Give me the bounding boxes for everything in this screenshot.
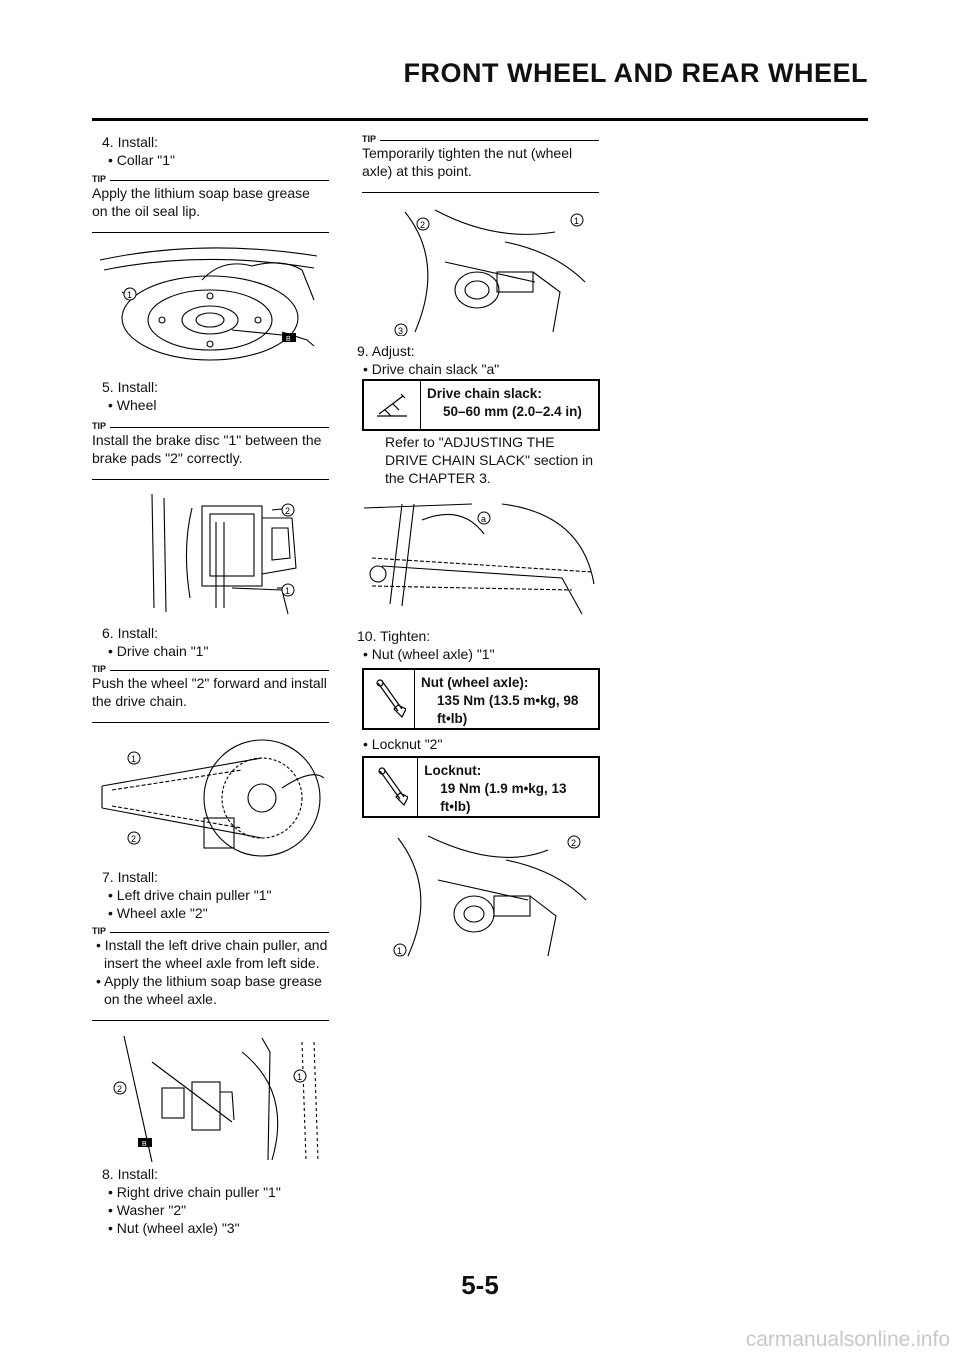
step-6: 6. Install: • Drive chain "1" bbox=[102, 624, 330, 660]
spec-nut-wheel-axle: Nut (wheel axle): 135 Nm (13.5 m•kg, 98 … bbox=[362, 668, 600, 730]
grease-icon bbox=[138, 1138, 152, 1147]
spec-label: Locknut: bbox=[424, 763, 482, 778]
step-6-item: • Drive chain "1" bbox=[108, 643, 209, 659]
step-5-title: 5. Install: bbox=[102, 379, 159, 395]
step-8-item-1: • Right drive chain puller "1" bbox=[108, 1184, 281, 1200]
callout-1: 1 bbox=[127, 290, 132, 300]
callout-1: 1 bbox=[574, 216, 579, 226]
spec-locknut: Locknut: 19 Nm (1.9 m•kg, 13 ft•lb) bbox=[362, 756, 600, 818]
step-7: 7. Install: • Left drive chain puller "1… bbox=[102, 868, 330, 922]
grease-letter: B bbox=[142, 1141, 147, 1148]
step-9-title: 9. Adjust: bbox=[357, 343, 415, 359]
tip-step-4: TIP Apply the lithium soap base grease o… bbox=[92, 174, 329, 233]
spec-drive-chain-slack: Drive chain slack: 50–60 mm (2.0–2.4 in) bbox=[362, 379, 600, 431]
torque-wrench-icon bbox=[364, 670, 416, 728]
step-9-item: • Drive chain slack "a" bbox=[363, 361, 500, 377]
tip-text: Apply the lithium soap base grease on th… bbox=[92, 185, 310, 219]
drive-chain-illustration: 1 2 bbox=[101, 739, 325, 857]
callout-2: 2 bbox=[285, 506, 290, 516]
wheel-axle-illustration: 2 1 B bbox=[113, 1035, 319, 1162]
tip-step-5: TIP Install the brake disc "1" between t… bbox=[92, 421, 329, 480]
step-8-item-3: • Nut (wheel axle) "3" bbox=[108, 1220, 240, 1236]
tip-step-7: TIP • Install the left drive chain pulle… bbox=[92, 926, 329, 1021]
step-7-title: 7. Install: bbox=[102, 869, 159, 885]
step-5: 5. Install: • Wheel bbox=[102, 378, 330, 414]
tip-step-6: TIP Push the wheel "2" forward and insta… bbox=[92, 664, 329, 723]
callout-2: 2 bbox=[117, 1084, 122, 1094]
step-10-item-2: • Locknut "2" bbox=[363, 736, 443, 752]
callout-3: 3 bbox=[398, 326, 403, 336]
step-5-item: • Wheel bbox=[108, 397, 157, 413]
header-rule bbox=[92, 118, 868, 121]
collar-install-illustration: 1 B bbox=[99, 247, 318, 361]
step-7-item-1: • Left drive chain puller "1" bbox=[108, 887, 272, 903]
step-10: 10. Tighten: • Nut (wheel axle) "1" bbox=[357, 627, 597, 663]
grease-icon bbox=[282, 333, 296, 342]
spec-label: Nut (wheel axle): bbox=[421, 675, 529, 690]
step-9: 9. Adjust: • Drive chain slack "a" bbox=[357, 342, 597, 378]
locknut-illustration: 2 1 bbox=[393, 835, 587, 957]
step-8: 8. Install: • Right drive chain puller "… bbox=[102, 1165, 330, 1237]
spec-value: 135 Nm (13.5 m•kg, 98 ft•lb) bbox=[437, 693, 579, 726]
tip-label: TIP bbox=[92, 664, 107, 674]
tip-text: Install the brake disc "1" between the b… bbox=[92, 432, 322, 466]
step-7-item-2: • Wheel axle "2" bbox=[108, 905, 208, 921]
tip-text: Temporarily tighten the nut (wheel axle)… bbox=[362, 145, 573, 179]
page-title: FRONT WHEEL AND REAR WHEEL bbox=[403, 58, 868, 88]
spec-value: 50–60 mm (2.0–2.4 in) bbox=[443, 404, 582, 419]
callout-2: 2 bbox=[420, 220, 425, 230]
callout-2: 2 bbox=[131, 834, 136, 844]
step-4: 4. Install: • Collar "1" bbox=[102, 133, 330, 169]
watermark: carmanualsonline.info bbox=[745, 1328, 950, 1351]
callout-a: a bbox=[481, 514, 486, 524]
callout-1: 1 bbox=[285, 586, 290, 596]
callout-2: 2 bbox=[571, 838, 576, 848]
measure-icon bbox=[364, 381, 421, 429]
step-10-title: 10. Tighten: bbox=[357, 628, 431, 644]
step-4-title: 4. Install: bbox=[102, 134, 159, 150]
torque-wrench-icon bbox=[364, 758, 419, 816]
callout-1: 1 bbox=[397, 946, 402, 956]
tip-item-2: • Apply the lithium soap base grease on … bbox=[96, 973, 322, 1007]
tip-label: TIP bbox=[92, 421, 107, 431]
tip-item-1: • Install the left drive chain puller, a… bbox=[96, 937, 328, 971]
refer-text: Refer to "ADJUSTING THE DRIVE CHAIN SLAC… bbox=[385, 434, 594, 486]
tip-text: Push the wheel "2" forward and install t… bbox=[92, 675, 327, 709]
spec-label: Drive chain slack: bbox=[427, 386, 542, 401]
step-8-title: 8. Install: bbox=[102, 1166, 159, 1182]
axle-nut-illustration: 2 1 3 bbox=[394, 209, 586, 336]
tip-temporary-tighten: TIP Temporarily tighten the nut (wheel a… bbox=[362, 134, 599, 193]
callout-1: 1 bbox=[131, 754, 136, 764]
step-6-title: 6. Install: bbox=[102, 625, 159, 641]
tip-label: TIP bbox=[92, 174, 107, 184]
grease-letter: B bbox=[286, 336, 291, 343]
tip-label: TIP bbox=[92, 926, 107, 936]
page-number: 5-5 bbox=[461, 1270, 499, 1300]
callout-1: 1 bbox=[297, 1072, 302, 1082]
step-4-item: • Collar "1" bbox=[108, 152, 175, 168]
step-8-item-2: • Washer "2" bbox=[108, 1202, 187, 1218]
chain-slack-illustration: a bbox=[363, 503, 595, 615]
spec-value: 19 Nm (1.9 m•kg, 13 ft•lb) bbox=[440, 781, 567, 814]
tip-label: TIP bbox=[362, 134, 377, 144]
step-10-item: • Nut (wheel axle) "1" bbox=[363, 646, 495, 662]
brake-disc-illustration: 2 1 bbox=[151, 493, 297, 615]
